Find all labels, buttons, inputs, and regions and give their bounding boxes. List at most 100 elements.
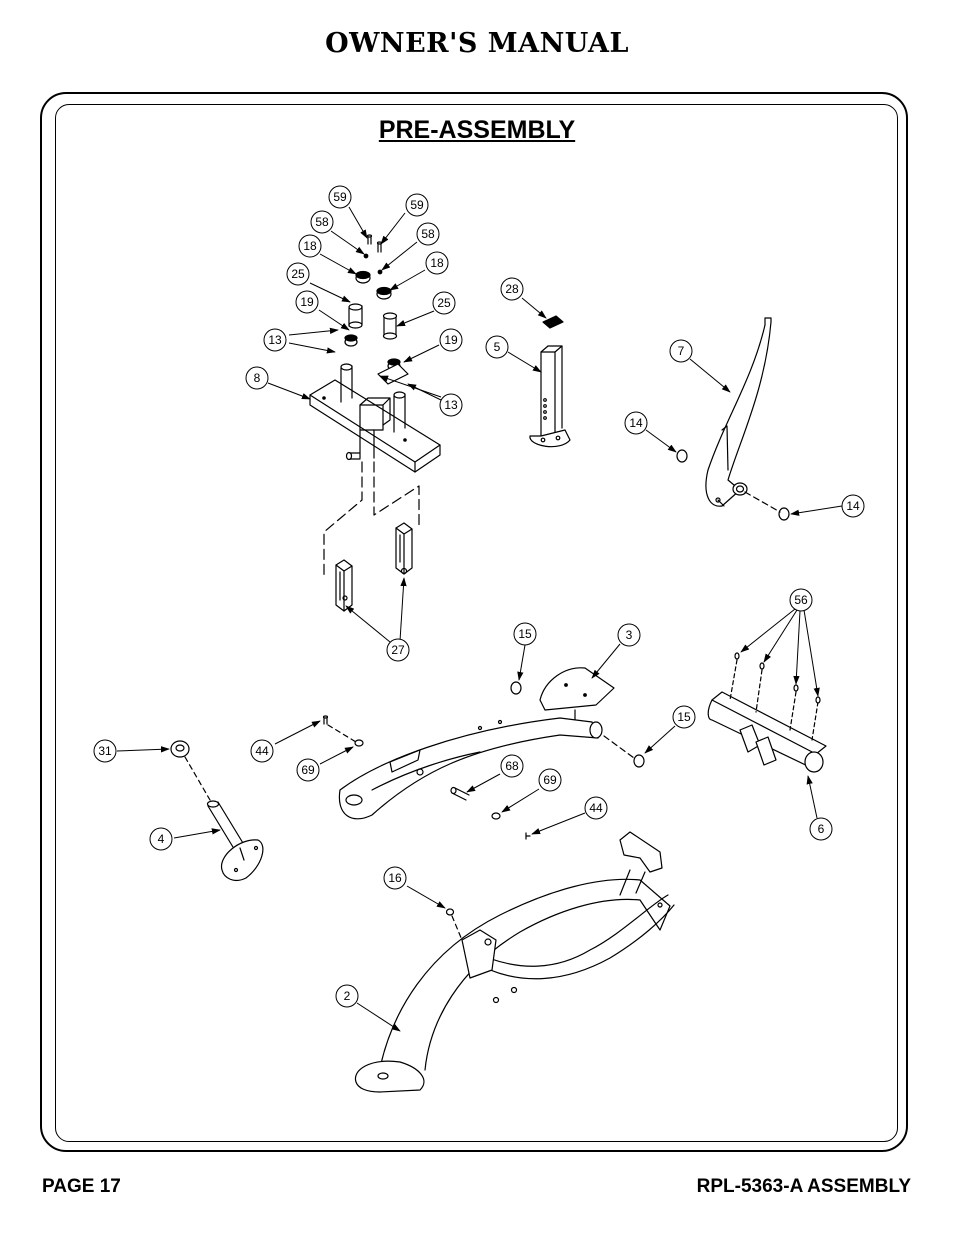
callout-c58b: 58	[416, 222, 440, 246]
callout-c44a: 44	[250, 739, 274, 763]
part-14-bushing-left	[676, 449, 688, 463]
callout-label: 69	[543, 773, 557, 787]
callout-circle	[286, 262, 310, 286]
part-27-brackets	[335, 522, 413, 612]
callout-c15a: 15	[513, 622, 537, 646]
outer-frame	[40, 92, 908, 1152]
callout-label: 18	[430, 256, 444, 270]
callout-circle	[841, 494, 865, 518]
callout-c3: 3	[617, 623, 641, 647]
callout-circle	[263, 328, 287, 352]
document-code: RPL-5363-A ASSEMBLY	[696, 1176, 911, 1197]
callout-circle	[439, 393, 463, 417]
callout-label: 25	[291, 267, 305, 281]
callout-circle	[93, 739, 117, 763]
callout-c14b: 14	[841, 494, 865, 518]
callout-circle	[485, 335, 509, 359]
callout-c6: 6	[809, 817, 833, 841]
callout-circle	[584, 796, 608, 820]
callout-label: 58	[421, 227, 435, 241]
part-3-plate	[539, 667, 615, 721]
part-2-frame	[354, 831, 675, 1093]
callout-circle	[672, 705, 696, 729]
callout-label: 7	[678, 344, 685, 358]
callout-c31: 31	[93, 739, 117, 763]
callout-c28: 28	[500, 277, 524, 301]
part-8-base-frame	[309, 363, 441, 473]
part-28-cap	[542, 315, 564, 329]
callout-circle	[383, 866, 407, 890]
callout-circle	[328, 185, 352, 209]
callout-label: 58	[315, 215, 329, 229]
callout-circle	[789, 588, 813, 612]
callout-label: 69	[301, 763, 315, 777]
callout-c19a: 19	[295, 290, 319, 314]
part-56-screws	[729, 659, 819, 741]
callout-circle	[296, 758, 320, 782]
inner-frame	[55, 104, 898, 1142]
callout-circle	[245, 366, 269, 390]
dashed-guide-27	[323, 461, 420, 576]
callout-circle	[500, 277, 524, 301]
post-hardware-left	[344, 234, 373, 347]
callout-c27: 27	[386, 638, 410, 662]
callout-label: 14	[846, 499, 860, 513]
leader-lines	[116, 206, 843, 1032]
callout-label: 44	[589, 801, 603, 815]
callout-label: 3	[626, 628, 633, 642]
part-7-arm	[705, 317, 772, 507]
part-4-post	[206, 800, 264, 882]
callout-c59b: 59	[405, 193, 429, 217]
post-hardware-right	[376, 241, 409, 385]
callout-circle	[500, 754, 524, 778]
callout-label: 27	[391, 643, 405, 657]
hardware-44-69-68	[322, 715, 531, 840]
callout-circle	[405, 193, 429, 217]
part-15-bushing-left	[510, 681, 522, 695]
callout-label: 19	[444, 333, 458, 347]
callout-label: 15	[677, 710, 691, 724]
callout-c58a: 58	[310, 210, 334, 234]
callout-label: 44	[255, 744, 269, 758]
callout-label: 15	[518, 627, 532, 641]
callout-label: 6	[818, 822, 825, 836]
callout-circle	[513, 622, 537, 646]
callout-label: 28	[505, 282, 519, 296]
part-14-bushing-right	[778, 507, 790, 521]
callout-c15b: 15	[672, 705, 696, 729]
main-arm	[338, 717, 603, 820]
callout-c68: 68	[500, 754, 524, 778]
part-31-cap	[170, 740, 190, 758]
callout-label: 31	[98, 744, 112, 758]
callout-label: 8	[254, 371, 261, 385]
callout-label: 19	[300, 295, 314, 309]
callout-label: 59	[410, 198, 424, 212]
callout-circle	[386, 638, 410, 662]
callout-label: 68	[505, 759, 519, 773]
part-31-hole	[175, 744, 185, 752]
callout-circle	[335, 984, 359, 1008]
callout-circle	[538, 768, 562, 792]
callout-c13a: 13	[263, 328, 287, 352]
callout-label: 14	[629, 416, 643, 430]
callout-circle	[624, 411, 648, 435]
part-16-bolt	[445, 908, 455, 916]
callout-circle	[250, 739, 274, 763]
section-title: PRE-ASSEMBLY	[378, 116, 576, 144]
callout-circle	[425, 251, 449, 275]
callout-c7: 7	[669, 339, 693, 363]
callout-circle	[295, 290, 319, 314]
callout-label: 5	[494, 340, 501, 354]
callout-label: 25	[437, 296, 451, 310]
callout-label: 2	[344, 989, 351, 1003]
callout-label: 18	[303, 239, 317, 253]
callout-c16: 16	[383, 866, 407, 890]
page-title: OWNER'S MANUAL	[325, 28, 629, 59]
callout-label: 59	[333, 190, 347, 204]
callout-circle	[149, 827, 173, 851]
callout-c2: 2	[335, 984, 359, 1008]
callout-c19b: 19	[439, 328, 463, 352]
part-5-post	[529, 345, 571, 448]
callout-circle	[617, 623, 641, 647]
